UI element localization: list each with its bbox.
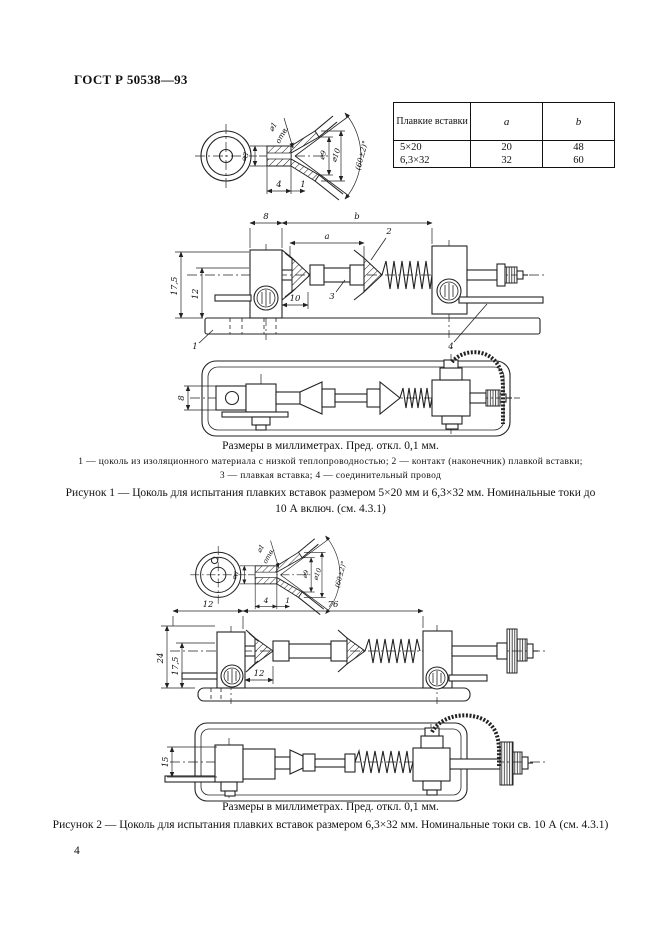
fuse-insert-table: Плавкие вставки a b 5×20 6,3×32 20 32 48…: [392, 102, 615, 168]
dim-8: 8: [263, 212, 269, 222]
dim-b: b: [354, 212, 359, 222]
right-clamp-block: [431, 240, 544, 338]
table-cell-size-row1: 5×20: [400, 142, 422, 153]
figure2-plan-view-drawing: 15: [161, 713, 545, 802]
page-number: 4: [74, 845, 80, 857]
side-view-dimensions: 12 76 24 17,5 12: [156, 600, 424, 689]
table-header-inserts: Плавкие вставки: [392, 102, 472, 141]
ref-1-base: 1: [192, 342, 197, 352]
plan-dimensions: 8: [177, 385, 218, 411]
spring: [399, 387, 433, 409]
plan-fuse-and-contacts: [289, 748, 414, 775]
figure1-contact-detail-drawing: ⌀3 ⌀1 отв. ⌀9 ⌀10 (60±2)° 4 1: [195, 112, 370, 201]
ref-4-wire: 4: [447, 342, 453, 352]
figure2-caption: Рисунок 2 — Цоколь для испытания плавких…: [52, 819, 609, 831]
dim-15: 15: [161, 757, 171, 768]
figure2-size-note: Размеры в миллиметрах. Пред. откл. 0,1 м…: [222, 801, 439, 813]
dim-tube-length: 4: [263, 596, 269, 605]
dim-17-5: 17,5: [170, 277, 180, 296]
ref-2-contact: 2: [385, 227, 391, 237]
plan-left-assembly: [164, 738, 291, 798]
dim-tube-diameter: ⌀6: [230, 569, 241, 581]
dim-hole-diameter: ⌀1: [255, 543, 266, 554]
base-plate: [204, 317, 541, 335]
left-clamp-block: [181, 626, 246, 704]
table-col-sizes: 5×20 6,3×32: [392, 140, 472, 168]
dim-wall-thickness: 1: [300, 180, 305, 190]
dim-a: a: [324, 232, 329, 242]
dim-mouth-inner: ⌀9: [300, 568, 311, 579]
plan-dimensions: 15: [161, 746, 217, 778]
fuse-and-contacts: [245, 629, 421, 673]
dim-tube-diameter: ⌀3: [239, 150, 252, 163]
left-clamp-block: [214, 244, 283, 340]
figure1-side-view-drawing: 8 b a 17,5 12 10 1 2 3 4: [170, 212, 547, 352]
dim-76: 76: [328, 600, 339, 610]
table-cell-a-row1: 20: [501, 142, 512, 153]
dim-hole-diameter: ⌀1: [267, 120, 279, 133]
dim-17-5: 17,5: [171, 657, 181, 676]
dim-tube-length: 4: [275, 180, 281, 190]
ref-3-fuse-link: 3: [329, 292, 334, 302]
figure2-contact-detail-drawing: ⌀6 ⌀1 отв. ⌀9 ⌀10 (60±2)° 4 1: [190, 535, 348, 615]
spring: [381, 260, 438, 290]
table-col-b-values: 48 60: [542, 140, 615, 168]
table-cell-size-row2: 6,3×32: [400, 155, 430, 166]
dim-wall-thickness: 1: [285, 596, 290, 605]
table-header-b: b: [542, 102, 615, 141]
plan-right-assembly: [431, 350, 512, 434]
figure2-side-view-drawing: 12 76 24 17,5 12: [156, 600, 545, 704]
dim-12: 12: [191, 289, 201, 300]
dim-mouth-outer: ⌀10: [329, 147, 342, 164]
table-cell-b-row1: 48: [573, 142, 584, 153]
figure1-caption-line1: Рисунок 1 — Цоколь для испытания плавких…: [65, 487, 596, 499]
spring: [354, 748, 414, 774]
figure1-caption-line2: 10 А включ. (см. 4.3.1): [275, 503, 386, 515]
figure1-size-note: Размеры в миллиметрах. Пред. откл. 0,1 м…: [222, 440, 439, 452]
dim-8: 8: [177, 395, 187, 401]
plan-left-assembly: [215, 374, 301, 431]
table-header-a: a: [470, 102, 544, 141]
plan-right-assembly: [412, 713, 533, 796]
dim-12-inner: 12: [254, 669, 265, 679]
spring: [364, 638, 421, 664]
front-view: [195, 124, 257, 190]
dim-cone-angle: (60±2)°: [353, 139, 370, 171]
dim-24: 24: [156, 653, 166, 665]
dim-12-top: 12: [203, 600, 214, 610]
dim-10: 10: [290, 294, 301, 304]
dim-mouth-inner: ⌀9: [317, 149, 329, 161]
dim-cone-angle: (60±2)°: [333, 560, 348, 588]
figure1-legend-line2: 3 — плавкая вставка; 4 — соединительный …: [219, 471, 442, 481]
table-col-a-values: 20 32: [470, 140, 544, 168]
front-view: [190, 545, 247, 606]
figure1-legend-line1: 1 — цоколь из изоляционного материала с …: [78, 457, 583, 467]
figure1-plan-view-drawing: 8: [177, 350, 520, 437]
table-cell-b-row2: 60: [573, 155, 584, 166]
side-view-dimensions: 8 b a 17,5 12 10: [170, 212, 433, 319]
table-cell-a-row2: 32: [501, 155, 512, 166]
document-header: ГОСТ Р 50538—93: [74, 72, 188, 87]
right-clamp-block: [422, 625, 538, 704]
fuse-and-contacts: [281, 249, 438, 301]
plan-fuse-and-contacts: [299, 380, 433, 416]
part-references: 1 2 3 4: [192, 227, 488, 352]
base-plate: [197, 687, 471, 702]
